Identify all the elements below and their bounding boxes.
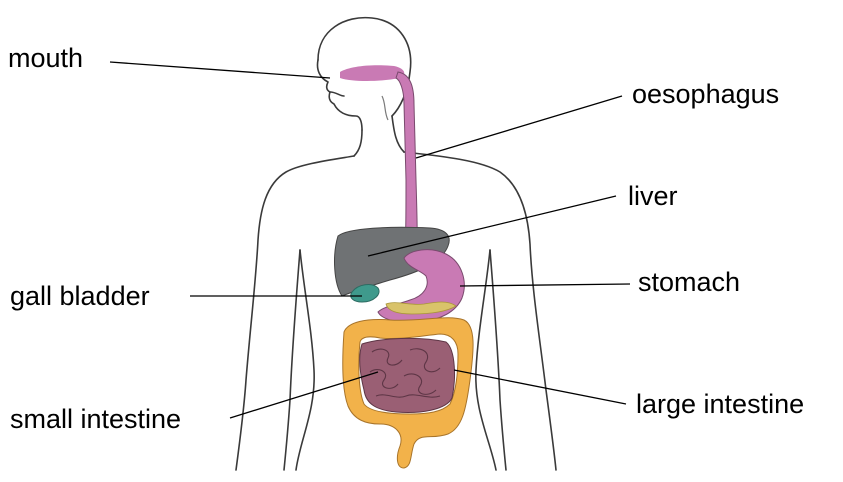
- label-large-intestine: large intestine: [636, 389, 804, 419]
- small-intestine-organ: [360, 338, 455, 412]
- label-oesophagus: oesophagus: [632, 79, 779, 109]
- label-liver: liver: [628, 181, 678, 211]
- label-gall-bladder: gall bladder: [10, 281, 150, 311]
- label-small-intestine: small intestine: [10, 404, 181, 434]
- oesophagus-leader-line: [416, 96, 622, 158]
- label-stomach: stomach: [638, 267, 740, 297]
- label-mouth: mouth: [8, 43, 83, 73]
- large-intestine-leader-line: [454, 370, 626, 404]
- mouth-leader-line: [110, 62, 330, 78]
